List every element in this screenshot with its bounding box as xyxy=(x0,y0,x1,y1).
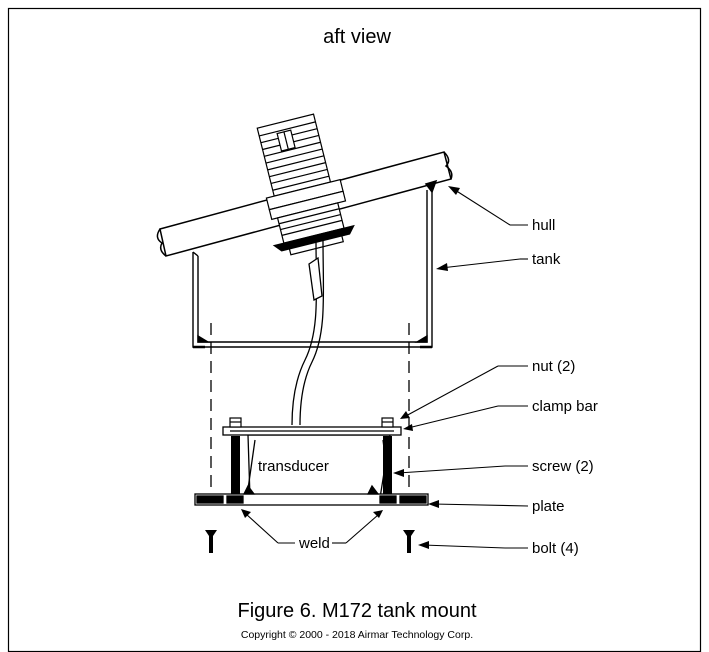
figure-border xyxy=(7,7,702,652)
label-plate: plate xyxy=(532,498,565,515)
label-hull: hull xyxy=(532,217,555,234)
label-weld: weld xyxy=(298,535,330,552)
label-bolt: bolt (4) xyxy=(532,540,579,557)
copyright-notice: Copyright © 2000 - 2018 Airmar Technolog… xyxy=(241,629,473,641)
plate xyxy=(194,484,429,506)
figure-caption: Figure 6. M172 tank mount xyxy=(237,600,476,622)
label-nut: nut (2) xyxy=(532,358,575,375)
view-label: aft view xyxy=(323,26,391,48)
label-transducer: transducer xyxy=(258,458,329,475)
bolts xyxy=(205,530,415,553)
nuts xyxy=(229,417,394,428)
label-clamp-bar: clamp bar xyxy=(532,398,598,415)
leader-lines xyxy=(245,189,529,549)
label-screw: screw (2) xyxy=(532,458,594,475)
leader-arrowheads xyxy=(241,186,460,549)
screws xyxy=(231,436,392,494)
alignment-lines xyxy=(210,323,410,505)
tank xyxy=(192,190,433,349)
transducer-cable xyxy=(291,239,325,426)
label-tank: tank xyxy=(532,251,561,268)
through-hull-stem xyxy=(256,113,355,256)
clamp-bar xyxy=(222,426,402,436)
